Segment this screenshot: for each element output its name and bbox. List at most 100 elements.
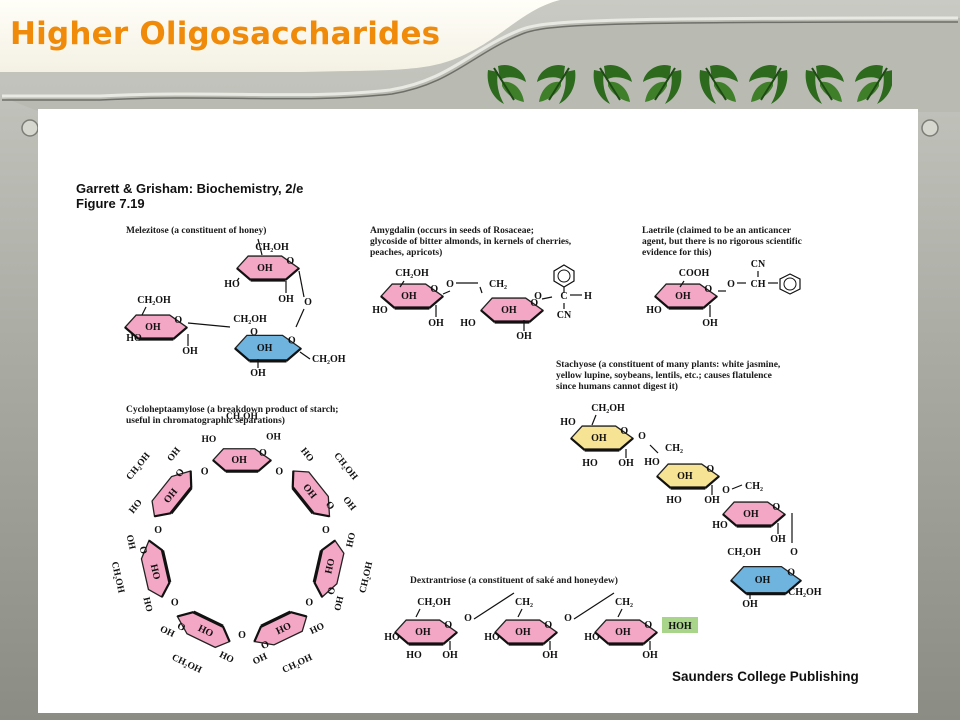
melezitose-caption: Melezitose (a constituent of honey) [126,226,267,236]
ring-oxygen-label: O [787,567,795,578]
oh-label: OH [124,534,137,551]
cooh-label: COOH [679,268,710,279]
ho-label: HO [217,650,235,665]
ring-oh-label: OH [501,305,517,316]
ho-label: HO [384,632,400,643]
ch2oh-label: CH₂OH [109,561,126,595]
figure-number: Figure 7.19 [76,196,145,211]
ring-oxygen-label: O [176,619,188,632]
stachyose-caption: Stachyose (a constituent of many plants:… [556,360,781,392]
ring-oxygen-label: O [138,545,151,555]
figure-source: Garrett & Grisham: Biochemistry, 2/e [76,181,304,196]
ho-label: HO [202,435,217,445]
ring-oh-label: OH [677,471,693,482]
phenyl-ring [553,264,575,288]
cyclo-glucose-ring: OHO [212,448,273,473]
ho-label: HO [128,498,145,516]
leaf-decoration [487,64,892,104]
ring-oh-label: OH [515,627,531,638]
ring-oxygen-label: O [288,336,296,347]
glycosidic-oxygen-label: O [171,598,179,609]
oh-label: OH [266,432,281,442]
leaf-icon [699,64,738,104]
ch2-label: CH₂ [665,443,683,454]
ring-oxygen-label: O [620,426,628,437]
ho-label: HO [126,333,142,344]
cn-label: CN [557,310,572,321]
leaf-icon [593,64,632,104]
laetrile-caption: Laetrile (claimed to be an anticancer ag… [642,226,802,258]
dextrantriose-caption: Dextrantriose (a constituent of saké and… [410,576,618,586]
glycosidic-oxygen-label: O [154,525,162,536]
cyclo-glucose-ring: OHO [138,539,172,598]
oh-label: OH [278,294,294,305]
cycloheptaamylose-caption: Cycloheptaamylose (a breakdown product o… [126,405,339,426]
ho-label: HO [644,457,660,468]
oh-label: OH [182,346,198,357]
ring-oh-label: OH [755,575,771,586]
phenyl-ring [779,273,801,295]
ho-label: HO [140,596,153,613]
ch2-label: CH₂ [745,481,763,492]
melezitose-ring-left: O HO [124,314,189,341]
ch2oh-label: CH₂OH [137,295,171,306]
amygdalin-ring-1: OHO [380,283,445,310]
glycosidic-oxygen-label: O [275,467,283,478]
cyclo-glucose-ring: OHO [253,610,308,651]
ch2oh-label: CH₂OH [125,451,153,483]
stachyose-ring-3: OHO [722,501,787,528]
ring-oh-label: OH [257,263,273,274]
ring-oh-label: OH [322,557,336,575]
glycosidic-oxygen-label: O [727,279,735,290]
cn-label: CN [751,259,766,270]
ch-label: CH [751,279,766,290]
leaf-icon [749,64,788,104]
glycosidic-oxygen-label: O [322,525,330,536]
leaf-icon [487,64,526,104]
oh-label: OH [166,445,183,463]
glycosidic-oxygen-label: O [638,431,646,442]
ch2oh-label: CH₂OH [233,314,267,325]
dextrantriose-ring-2: OHO [494,619,559,646]
glycosidic-oxygen-label: O [238,630,246,641]
oh-label: OH [340,495,357,513]
ring-oxygen-label: O [324,586,337,596]
dextrantriose-ring-3: OHO [594,619,659,646]
ho-label: HO [298,446,315,464]
ch2oh-label: CH₂OH [417,597,451,608]
oh-label: OH [333,595,346,612]
oh-label: OH [742,599,758,610]
cyclo-glucose-ring: OH O [312,539,345,599]
oh-label: OH [542,650,558,661]
ch2oh-label: CH₂OH [727,547,761,558]
ring-oh-label: OH [743,509,759,520]
glycosidic-oxygen-label: O [305,598,313,609]
glycosidic-oxygen-label: O [464,613,472,624]
oh-label: OH [251,652,269,668]
ch2oh-label: CH₂OH [170,653,204,676]
reducing-end-highlight [662,617,698,633]
oh-label: OH [704,495,720,506]
ch2oh-label: CH₂OH [281,653,315,676]
hoh-label: HOH [668,621,692,632]
glycosidic-oxygen-label: O [250,327,258,338]
glycosidic-oxygen-label: O [534,291,542,302]
ch2oh-label: CH₂OH [591,403,625,414]
ring-oh-label: OH [257,343,273,354]
ring-oh-label: OH [415,627,431,638]
hydrogen-label: H [584,291,592,302]
ch2-label: CH₂ [489,279,507,290]
ring-oxygen-label: O [174,315,182,326]
ring-oh-label: OH [591,433,607,444]
oh-label: OH [442,650,458,661]
ring-oxygen-label: O [286,256,294,267]
figure-header: Garrett & Grisham: Biochemistry, 2/e Fig… [76,181,303,211]
stachyose-ring-2: OHO [656,463,721,490]
ho-label: HO [584,632,600,643]
glycosidic-oxygen-label: O [722,485,730,496]
oh-label: OH [770,534,786,545]
ho-label: HO [460,318,476,329]
ho-label: HO [345,532,358,549]
publisher-credit: Saunders College Publishing [672,669,859,684]
glycosidic-oxygen-label: O [304,297,312,308]
